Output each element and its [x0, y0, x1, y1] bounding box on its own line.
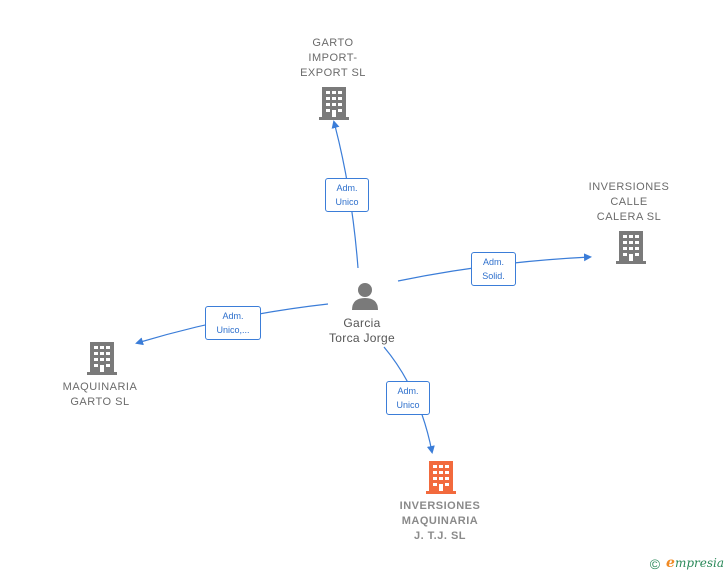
person-label[interactable]: Garcia Torca Jorge: [329, 316, 395, 345]
company-label-garto-import[interactable]: GARTO IMPORT- EXPORT SL: [300, 37, 366, 79]
building-icon[interactable]: [86, 340, 118, 376]
brand-name: empresia: [666, 555, 724, 572]
edge-label-inversiones-maquinaria[interactable]: Adm. Unico: [386, 381, 430, 415]
company-label-maquinaria-garto[interactable]: MAQUINARIA GARTO SL: [62, 381, 138, 408]
edge-label-inversiones-calle[interactable]: Adm. Solid.: [471, 252, 516, 286]
company-label-inversiones-maquinaria[interactable]: INVERSIONES MAQUINARIA J. T.J. SL: [399, 500, 481, 542]
empresia-logo: © empresia: [650, 555, 724, 572]
copyright-icon: ©: [649, 556, 661, 572]
person-icon[interactable]: [350, 281, 380, 311]
company-label-inversiones-calle[interactable]: INVERSIONES CALLE CALERA SL: [588, 181, 670, 223]
edge-label-maquinaria-garto[interactable]: Adm. Unico,...: [205, 306, 261, 340]
building-icon[interactable]: [615, 229, 647, 265]
edge-label-garto-import[interactable]: Adm. Unico: [325, 178, 369, 212]
building-icon[interactable]: [425, 459, 457, 495]
building-icon[interactable]: [318, 85, 350, 121]
